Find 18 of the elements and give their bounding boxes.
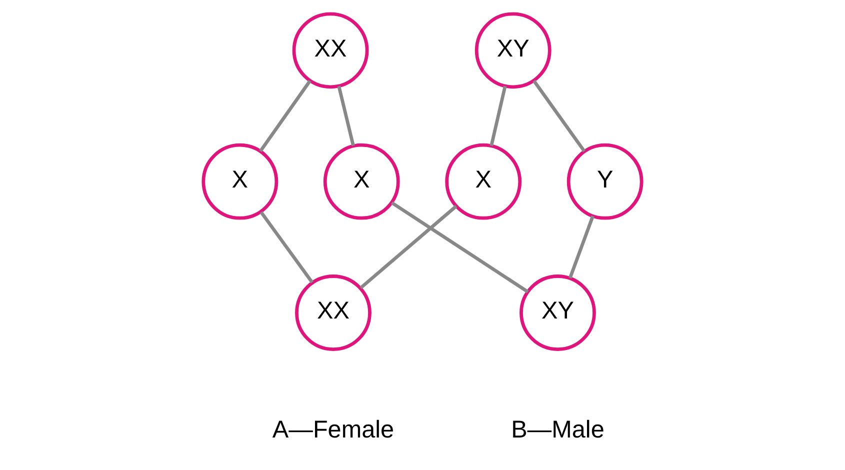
connector [337, 86, 355, 146]
node-label: A—Female [272, 416, 394, 444]
connector [568, 215, 594, 279]
node-circle: XY [474, 12, 552, 89]
node-circle: X [323, 143, 400, 220]
node-circle: XY [520, 274, 596, 351]
connector [260, 211, 314, 284]
node-circle: XX [292, 12, 369, 89]
connector [390, 201, 529, 294]
connector [259, 80, 312, 152]
node-label: B—Male [511, 416, 604, 444]
connector [490, 86, 507, 146]
node-circle: X [202, 143, 278, 220]
connector [360, 204, 458, 290]
connector [532, 80, 586, 152]
node-circle: Y [566, 143, 644, 220]
node-circle: X [445, 143, 522, 220]
node-circle: XX [295, 274, 372, 351]
